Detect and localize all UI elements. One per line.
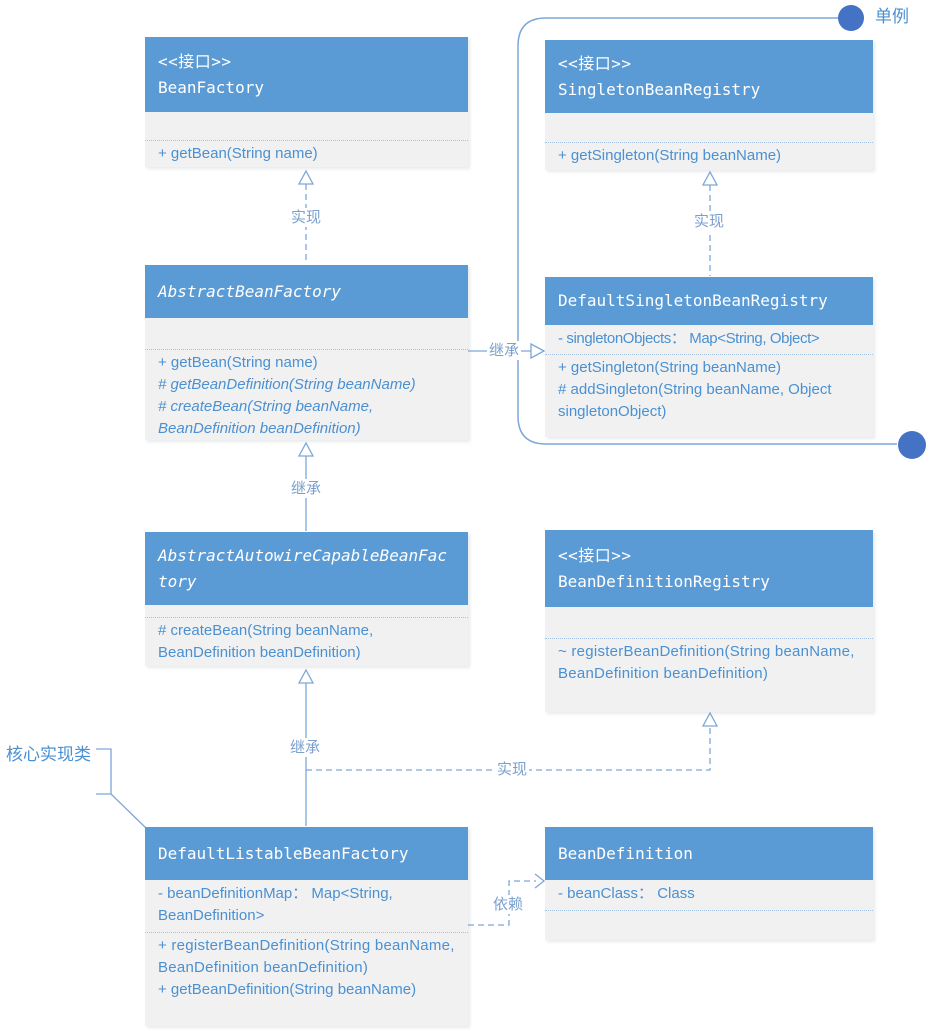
methods-section: ~ registerBeanDefinition(String beanName… (545, 638, 873, 712)
stereotype: <<接口>> (558, 53, 632, 73)
method: + getSingleton(String beanName) (558, 359, 782, 376)
attributes-section (145, 605, 468, 617)
attribute: - beanDefinitionMap： Map<String, BeanDef… (158, 885, 393, 924)
class-title: BeanDefinition (558, 843, 693, 863)
method: # createBean(String beanName, BeanDefini… (158, 622, 374, 661)
stereotype: <<接口>> (558, 545, 632, 565)
method: ~ registerBeanDefinition(String beanName… (558, 643, 855, 682)
method: + getBeanDefinition(String beanName) (158, 981, 417, 998)
class-title: BeanDefinitionRegistry (558, 571, 770, 591)
methods-section (545, 910, 873, 940)
method: + getBean(String name) (158, 354, 318, 371)
class-default-listable-bean-factory: DefaultListableBeanFactory - beanDefinit… (145, 827, 468, 1026)
core-implementation-label: 核心实现类 (6, 745, 91, 764)
attributes-section: - singletonObjects： Map<String, Object> (545, 325, 873, 354)
attribute: - beanClass： Class (558, 885, 695, 902)
attributes-section: - beanClass： Class (545, 880, 873, 910)
class-header: BeanDefinition (545, 827, 873, 880)
method: + getSingleton(String beanName) (558, 147, 782, 164)
methods-section: # createBean(String beanName, BeanDefini… (145, 617, 468, 666)
class-bean-factory: <<接口>> BeanFactory + getBean(String name… (145, 37, 468, 167)
class-title: DefaultSingletonBeanRegistry (558, 291, 828, 310)
method: + registerBeanDefinition(String beanName… (158, 937, 455, 976)
edge-label-inherits-horizontal: 继承 (487, 341, 522, 360)
attributes-section: - beanDefinitionMap： Map<String, BeanDef… (145, 880, 468, 932)
edge-label-depends: 依赖 (491, 895, 526, 914)
attributes-section (545, 113, 873, 142)
class-default-singleton-bean-registry: DefaultSingletonBeanRegistry - singleton… (545, 277, 873, 437)
methods-section: + getBean(String name) # getBeanDefiniti… (145, 349, 468, 440)
methods-section: + getSingleton(String beanName) (545, 142, 873, 170)
edge-label-inherits-bottom: 继承 (288, 738, 323, 757)
class-bean-definition-registry: <<接口>> BeanDefinitionRegistry ~ register… (545, 530, 873, 712)
method: + getBean(String name) (158, 145, 318, 162)
class-header: DefaultSingletonBeanRegistry (545, 277, 873, 325)
class-abstract-bean-factory: AbstractBeanFactory + getBean(String nam… (145, 265, 468, 440)
class-header: <<接口>> BeanFactory (145, 37, 468, 112)
class-header: AbstractBeanFactory (145, 265, 468, 318)
class-bean-definition: BeanDefinition - beanClass： Class (545, 827, 873, 940)
methods-section: + getSingleton(String beanName) # addSin… (545, 354, 873, 437)
methods-section: + getBean(String name) (145, 140, 468, 167)
annotation-bracket (96, 748, 147, 829)
class-header: <<接口>> BeanDefinitionRegistry (545, 530, 873, 607)
class-title: BeanFactory (158, 77, 264, 97)
class-title: DefaultListableBeanFactory (158, 843, 409, 863)
singleton-circle-bottom-icon (898, 431, 926, 459)
edge-label-implements-left: 实现 (289, 208, 324, 227)
edge-label-implements-bottom: 实现 (495, 760, 530, 779)
class-title: AbstractBeanFactory (158, 281, 342, 301)
attributes-section (145, 318, 468, 349)
attribute: - singletonObjects： Map<String, Object> (558, 330, 820, 347)
attributes-section (545, 607, 873, 638)
class-header: AbstractAutowireCapableBeanFactory (145, 532, 468, 605)
method: # createBean(String beanName, BeanDefini… (158, 398, 374, 437)
methods-section: + registerBeanDefinition(String beanName… (145, 932, 468, 1026)
class-title: AbstractAutowireCapableBeanFactory (158, 545, 447, 591)
singleton-annotation-label: 单例 (875, 7, 909, 26)
edge-label-implements-right: 实现 (692, 212, 727, 231)
class-title: SingletonBeanRegistry (558, 79, 761, 99)
stereotype: <<接口>> (158, 51, 232, 71)
class-header: <<接口>> SingletonBeanRegistry (545, 40, 873, 113)
method: # getBeanDefinition(String beanName) (158, 376, 416, 393)
singleton-circle-top-icon (838, 5, 864, 31)
class-singleton-bean-registry: <<接口>> SingletonBeanRegistry + getSingle… (545, 40, 873, 170)
class-abstract-autowire-capable-bean-factory: AbstractAutowireCapableBeanFactory # cre… (145, 532, 468, 666)
attributes-section (145, 112, 468, 140)
method: # addSingleton(String beanName, Object s… (558, 381, 832, 420)
annotation-leader-line (110, 793, 147, 829)
edge-label-inherits-middle: 继承 (289, 479, 324, 498)
class-header: DefaultListableBeanFactory (145, 827, 468, 880)
